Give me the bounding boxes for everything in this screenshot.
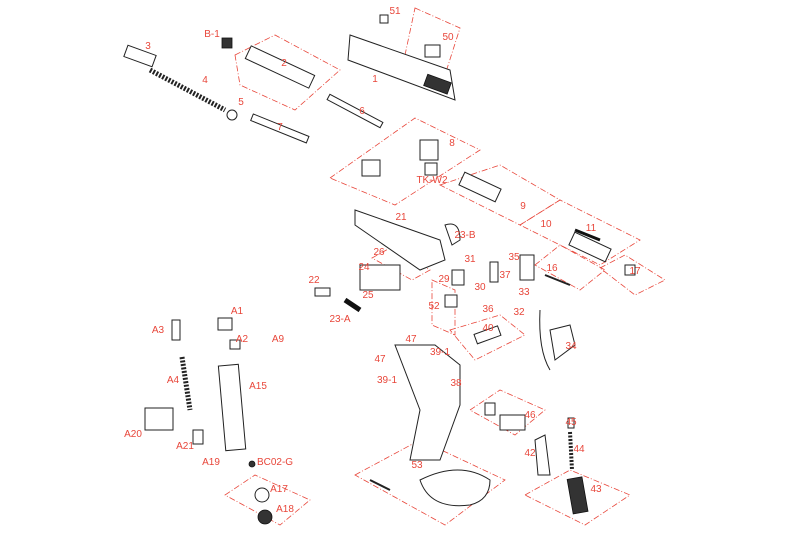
part-label: 35 bbox=[508, 252, 520, 263]
part-label: A20 bbox=[124, 429, 142, 440]
group-box-2 bbox=[234, 34, 341, 111]
part-label: 23-A bbox=[329, 314, 351, 325]
part-label: 45 bbox=[565, 417, 577, 428]
part-label: 24 bbox=[358, 262, 370, 273]
part-label: 31 bbox=[464, 254, 476, 265]
part-label: 44 bbox=[573, 444, 585, 455]
group-box-43 bbox=[524, 469, 631, 526]
group-box-10 bbox=[519, 199, 641, 266]
part-label: 38 bbox=[450, 378, 462, 389]
part-label: 47 bbox=[405, 334, 417, 345]
magazine-part bbox=[217, 363, 247, 452]
part-label: A3 bbox=[151, 325, 165, 336]
grip-part bbox=[394, 344, 461, 461]
group-box-52 bbox=[431, 279, 456, 336]
part-label: 5 bbox=[238, 97, 244, 108]
group-box-50 bbox=[404, 7, 461, 76]
part-label: 10 bbox=[540, 219, 552, 230]
part-label: A9 bbox=[271, 334, 285, 345]
part-label: BC02-G bbox=[256, 457, 294, 468]
part-label: 30 bbox=[474, 282, 486, 293]
part-label: 51 bbox=[389, 6, 401, 17]
part-label: A21 bbox=[176, 441, 194, 452]
part-label: A19 bbox=[202, 457, 220, 468]
part-label: A15 bbox=[249, 381, 267, 392]
part-label: B-1 bbox=[204, 29, 220, 40]
part-label: 2 bbox=[281, 58, 287, 69]
part-label: 33 bbox=[518, 287, 530, 298]
part-label: 22 bbox=[308, 275, 320, 286]
part-label: 9 bbox=[520, 201, 526, 212]
part-label: 16 bbox=[546, 263, 558, 274]
part-label: 29 bbox=[438, 274, 450, 285]
part-label: 46 bbox=[524, 410, 536, 421]
part-label: 32 bbox=[513, 307, 525, 318]
part-label: 53 bbox=[411, 460, 423, 471]
part-label: TK-W2 bbox=[416, 175, 448, 186]
group-box-16 bbox=[534, 244, 606, 291]
group-box-40 bbox=[449, 314, 526, 361]
part-label: 43 bbox=[590, 484, 602, 495]
part-label: 50 bbox=[442, 32, 454, 43]
part-label: 36 bbox=[482, 304, 494, 315]
part-label: A17 bbox=[270, 484, 288, 495]
part-label: 25 bbox=[362, 290, 374, 301]
part-label: 1 bbox=[372, 74, 378, 85]
group-box-17 bbox=[599, 254, 666, 296]
part-label: 40 bbox=[482, 323, 494, 334]
part-label: 52 bbox=[428, 301, 440, 312]
group-box-9 bbox=[438, 164, 561, 226]
part-label: 11 bbox=[585, 223, 597, 234]
part-label: A4 bbox=[166, 375, 180, 386]
part-label: 23-B bbox=[454, 230, 476, 241]
part-label: A18 bbox=[276, 504, 294, 515]
frame-part bbox=[354, 209, 446, 271]
part-label: 34 bbox=[565, 341, 577, 352]
group-box-8 bbox=[329, 117, 481, 206]
part-label: 6 bbox=[359, 106, 365, 117]
group-box-46 bbox=[469, 389, 546, 436]
part-label: 42 bbox=[524, 448, 536, 459]
part-label: 39-1 bbox=[376, 375, 398, 386]
part-label: 26 bbox=[373, 247, 385, 258]
part-label: 17 bbox=[629, 266, 641, 277]
part-label: 39-1 bbox=[429, 347, 451, 358]
part-label: 21 bbox=[395, 212, 407, 223]
part-label: A2 bbox=[235, 334, 249, 345]
parts bbox=[123, 14, 636, 525]
part-label: 37 bbox=[499, 270, 511, 281]
part-label: 3 bbox=[145, 41, 151, 52]
part-label: A1 bbox=[230, 306, 244, 317]
part-label: 4 bbox=[202, 75, 208, 86]
part-label: 47 bbox=[374, 354, 386, 365]
group-box-53 bbox=[354, 439, 506, 526]
part-label: 8 bbox=[449, 138, 455, 149]
part-label: 7 bbox=[277, 122, 283, 133]
